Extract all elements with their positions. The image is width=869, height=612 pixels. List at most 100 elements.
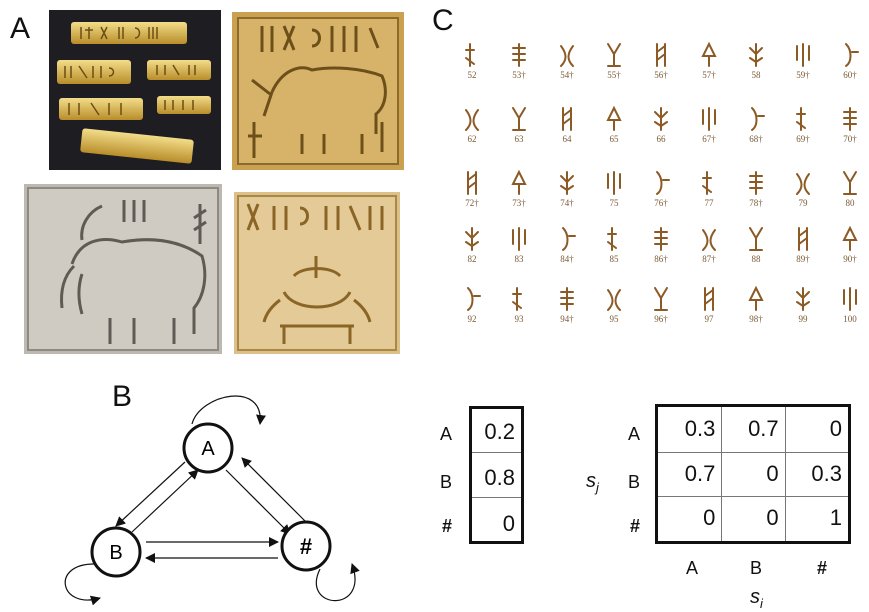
matrix-cell: 0 (721, 451, 786, 498)
sign-number: 97 (704, 314, 714, 324)
matrix-row-label-a: A (627, 424, 640, 444)
sign-number: 83 (514, 254, 524, 264)
seal-photo-zebu (24, 184, 222, 354)
state-node-b (90, 526, 142, 578)
sign-31: 85 (586, 224, 642, 282)
sign-glyph-icon (749, 171, 763, 195)
sign-glyph-icon (512, 227, 526, 251)
sign-45: 100 (822, 284, 869, 342)
sign-number: 78† (749, 198, 763, 208)
sign-glyph-icon (467, 287, 481, 311)
sign-38: 93 (491, 284, 547, 342)
sign-number: 57† (702, 70, 716, 80)
sign-28: 82 (444, 224, 500, 282)
panel-label-b: B (112, 380, 133, 413)
sign-26: 79 (775, 168, 831, 226)
sign-glyph-icon (656, 43, 666, 67)
sign-number: 53† (512, 70, 526, 80)
sign-number: 74† (560, 198, 574, 208)
sign-number: 67† (702, 134, 716, 144)
sign-44: 99 (775, 284, 831, 342)
sign-glyph-icon (796, 107, 806, 131)
sign-glyph-icon (701, 41, 717, 67)
matrix-cell: 0.3 (658, 407, 723, 453)
sign-12: 64 (539, 104, 595, 162)
sign-number: 80 (845, 198, 855, 208)
state-node-a-label: A (201, 438, 215, 460)
sign-21: 74† (539, 168, 595, 226)
sign-40: 95 (586, 284, 642, 342)
sign-16: 68† (728, 104, 784, 162)
sign-14: 66 (633, 104, 689, 162)
sign-number: 65 (609, 134, 619, 144)
sign-22: 75 (586, 168, 642, 226)
initial-row-label-a: A (439, 424, 452, 444)
sign-19: 72† (444, 168, 500, 226)
matrix-cell: 0 (721, 496, 786, 541)
sign-glyph-icon (562, 107, 572, 131)
sign-glyph-icon (654, 227, 668, 251)
sign-39: 94† (539, 284, 595, 342)
sign-24: 77 (681, 168, 737, 226)
sign-42: 97 (681, 284, 737, 342)
seal-photo-sealings (49, 10, 221, 170)
initial-row-label-end: # (441, 516, 452, 536)
sign-glyph-icon (467, 171, 477, 195)
panel-label-c: C (432, 4, 454, 37)
sign-number: 59† (796, 70, 810, 80)
sign-1: 52 (444, 40, 500, 98)
sign-number: 92 (467, 314, 477, 324)
sign-number: 88 (751, 254, 761, 264)
sign-2: 53† (491, 40, 547, 98)
sign-5: 56† (633, 40, 689, 98)
sign-number: 60† (843, 70, 857, 80)
sign-glyph-icon (512, 107, 526, 131)
sign-number: 77 (704, 198, 714, 208)
sign-glyph-icon (843, 171, 857, 195)
sign-number: 72† (465, 198, 479, 208)
sign-glyph-icon (465, 109, 479, 131)
sign-37: 92 (444, 284, 500, 342)
sign-glyph-icon (465, 43, 475, 67)
sign-glyph-icon (607, 43, 621, 67)
sign-number: 84† (560, 254, 574, 264)
sign-18: 70† (822, 104, 869, 162)
initial-value-b: 0.8 (484, 465, 515, 490)
matrix-cell: 0.3 (784, 452, 848, 498)
sign-glyph-icon (511, 169, 527, 195)
sign-number: 87† (702, 254, 716, 264)
sign-number: 62 (467, 134, 477, 144)
state-node-b-label: B (109, 542, 122, 564)
seal-photo-yogi (234, 192, 400, 354)
sign-number: 99 (798, 314, 808, 324)
sign-number: 93 (514, 314, 524, 324)
sign-20: 73† (491, 168, 547, 226)
sign-25: 78† (728, 168, 784, 226)
sign-glyph-icon (654, 287, 668, 311)
sign-15: 67† (681, 104, 737, 162)
sign-glyph-icon (607, 227, 617, 251)
matrix-col-label-b: B (749, 558, 762, 578)
matrix-cell: 0 (658, 496, 723, 541)
sign-30: 84† (539, 224, 595, 282)
sign-number: 76† (654, 198, 668, 208)
sign-number: 66 (656, 134, 666, 144)
sign-10: 62 (444, 104, 500, 162)
sign-glyph-icon (749, 43, 763, 67)
sign-number: 82 (467, 254, 477, 264)
state-node-end (280, 520, 332, 572)
sign-glyph-icon (465, 227, 479, 251)
sign-glyph-icon (702, 171, 712, 195)
sign-number: 90† (843, 254, 857, 264)
initial-row-label-b: B (439, 472, 452, 492)
state-graph: A B # (64, 395, 360, 606)
sign-glyph-icon (842, 225, 858, 251)
state-node-end-label: # (300, 534, 312, 559)
matrix-row-label-end: # (629, 516, 640, 536)
sign-number: 73† (512, 198, 526, 208)
seal-photo-unicorn (232, 12, 404, 170)
matrix-col-label-end: # (816, 558, 827, 578)
state-node-a (182, 422, 234, 474)
sign-number: 86† (654, 254, 668, 264)
initial-value-end: 0 (502, 511, 515, 536)
